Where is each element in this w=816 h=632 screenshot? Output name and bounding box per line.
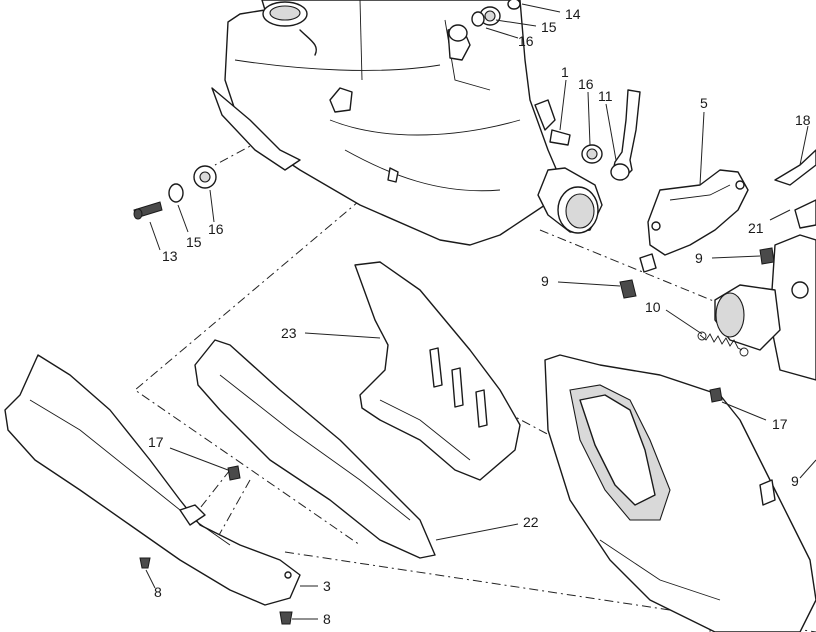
callout-23: 23 xyxy=(281,325,297,341)
callout-11: 11 xyxy=(598,88,613,104)
callout-5: 5 xyxy=(700,95,708,111)
callout-9-edge: 9 xyxy=(791,473,799,489)
callout-22: 22 xyxy=(523,514,539,530)
callout-16-right: 16 xyxy=(578,76,594,92)
part-3-lower-fairing xyxy=(4,354,301,606)
callout-15-top: 15 xyxy=(541,19,557,35)
clip-17-left xyxy=(227,465,241,481)
callout-17-right: 17 xyxy=(772,416,788,432)
right-fittings xyxy=(549,89,641,181)
top-hardware xyxy=(471,0,521,27)
callout-9-center: 9 xyxy=(541,273,549,289)
part-18-21-right xyxy=(714,149,816,381)
part-22-panel xyxy=(194,339,436,559)
callout-1: 1 xyxy=(561,64,569,80)
screws-8 xyxy=(139,557,293,625)
callout-18: 18 xyxy=(795,112,811,128)
callout-15-left: 15 xyxy=(186,234,202,250)
part-1-airbox xyxy=(211,0,603,246)
callout-16-top: 16 xyxy=(518,33,534,49)
callout-17-left: 17 xyxy=(148,434,164,450)
left-fasteners xyxy=(133,165,217,220)
part-10-spring xyxy=(697,331,749,357)
callout-8-bottom: 8 xyxy=(323,611,331,627)
callout-16-left: 16 xyxy=(208,221,224,237)
clips-9 xyxy=(619,247,775,299)
callout-3: 3 xyxy=(323,578,331,594)
callout-14: 14 xyxy=(565,6,581,22)
part-5-bracket xyxy=(647,169,749,256)
callout-9-right: 9 xyxy=(695,250,703,266)
part-23-heat-shield xyxy=(354,261,521,481)
leader-lines xyxy=(145,3,816,620)
callout-13: 13 xyxy=(162,248,178,264)
lower-right-cover xyxy=(544,354,816,632)
callouts: 14 15 16 1 16 11 5 18 21 13 15 16 9 9 10… xyxy=(148,6,811,627)
callout-8-left: 8 xyxy=(154,584,162,600)
callout-21: 21 xyxy=(748,220,764,236)
callout-10: 10 xyxy=(645,299,661,315)
